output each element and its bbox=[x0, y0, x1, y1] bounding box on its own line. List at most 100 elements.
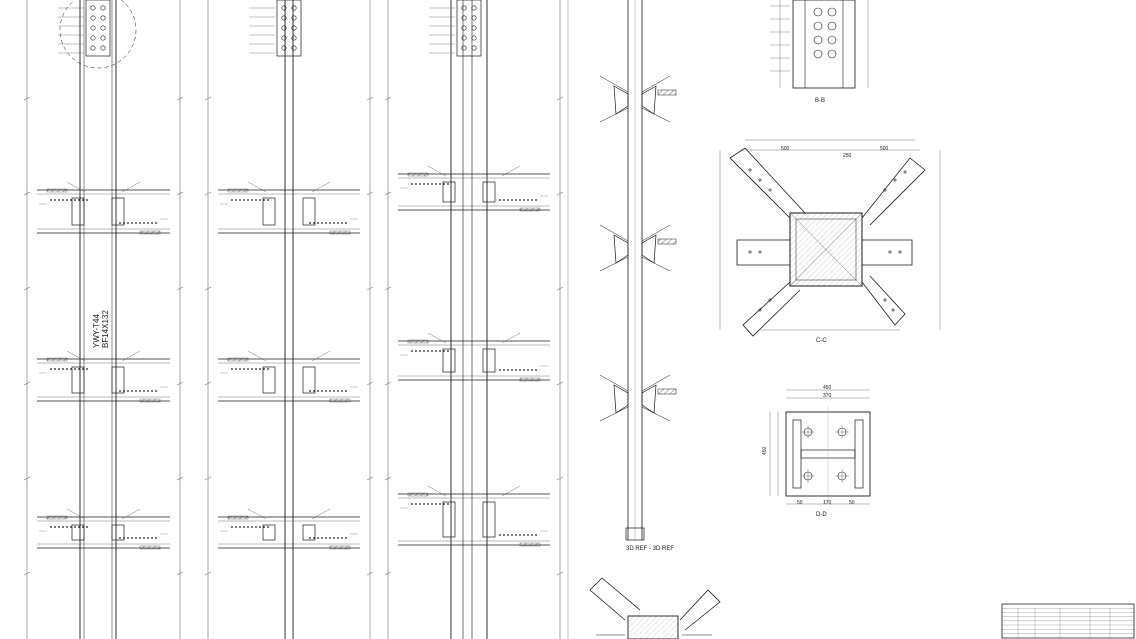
dim-tick bbox=[366, 571, 374, 576]
weld bbox=[407, 172, 429, 177]
beam-connection bbox=[37, 181, 170, 235]
bolt bbox=[90, 15, 96, 21]
bolt bbox=[461, 35, 467, 41]
bolt bbox=[471, 15, 477, 21]
bolt bbox=[291, 25, 297, 31]
splice-plate bbox=[249, 0, 302, 57]
bolt bbox=[90, 35, 96, 41]
weld bbox=[407, 492, 429, 497]
column-elevation bbox=[384, 0, 564, 639]
dim-tick bbox=[366, 381, 374, 386]
column-flange bbox=[854, 419, 864, 489]
section-b-label: B-B bbox=[815, 98, 826, 104]
bolt bbox=[291, 5, 297, 11]
weld bbox=[139, 230, 161, 235]
dim-tick bbox=[556, 286, 564, 291]
dim-tick bbox=[366, 191, 374, 196]
dim-tick bbox=[23, 381, 31, 386]
section-c-view bbox=[589, 139, 941, 631]
brace-node bbox=[599, 374, 677, 422]
bolt bbox=[90, 5, 96, 11]
stiffener-plate bbox=[482, 501, 496, 538]
leader bbox=[311, 350, 331, 362]
leader bbox=[247, 508, 267, 520]
dim-tick bbox=[384, 381, 392, 386]
dim-tick bbox=[176, 286, 184, 291]
leader bbox=[66, 508, 86, 520]
dim-tick bbox=[384, 476, 392, 481]
bolt bbox=[281, 45, 287, 51]
bolt bbox=[90, 45, 96, 51]
weld bbox=[329, 230, 351, 235]
sd-bolt-spacing-dim: 170 bbox=[823, 500, 832, 506]
weld bbox=[519, 377, 541, 382]
bolt bbox=[291, 45, 297, 51]
brace-arm bbox=[861, 275, 906, 326]
dim-tick bbox=[384, 571, 392, 576]
stiffener-plate bbox=[482, 181, 496, 203]
beam-connection bbox=[398, 485, 550, 547]
weld bbox=[519, 542, 541, 547]
weld bbox=[46, 515, 68, 520]
leader bbox=[121, 350, 141, 362]
beam-connection bbox=[218, 508, 360, 550]
leader bbox=[66, 181, 86, 193]
splice-plate bbox=[58, 0, 137, 69]
brace-arm bbox=[861, 157, 926, 226]
leader bbox=[427, 332, 447, 344]
dim-tick bbox=[384, 96, 392, 101]
bolt bbox=[813, 7, 823, 17]
weld bbox=[227, 515, 249, 520]
dim-tick bbox=[176, 96, 184, 101]
sd-width-dim: 450 bbox=[823, 385, 832, 391]
bolt bbox=[461, 15, 467, 21]
bolt bbox=[100, 5, 106, 11]
dim-tick bbox=[556, 96, 564, 101]
dim-tick bbox=[23, 571, 31, 576]
bolt bbox=[461, 45, 467, 51]
weld bbox=[139, 545, 161, 550]
stiffener-plate bbox=[302, 524, 316, 541]
brace-arm bbox=[729, 147, 806, 219]
plan-top-dim-2: 250 bbox=[843, 153, 852, 159]
detail-views bbox=[589, 0, 941, 639]
weld bbox=[227, 357, 249, 362]
bolt bbox=[827, 21, 837, 31]
brace-arm bbox=[589, 577, 641, 621]
dim-tick bbox=[23, 191, 31, 196]
bottom-brace-node bbox=[596, 615, 712, 639]
bolt bbox=[100, 35, 106, 41]
section-c-label: C-C bbox=[816, 338, 827, 344]
dim-tick bbox=[556, 191, 564, 196]
bolt bbox=[827, 7, 837, 17]
plan-top-dim: 500 bbox=[781, 146, 790, 152]
dim-tick bbox=[204, 191, 212, 196]
stiffener-plate bbox=[442, 501, 456, 538]
column-elevation bbox=[23, 0, 184, 639]
stiffener-plate bbox=[442, 181, 456, 203]
bolt bbox=[827, 49, 837, 59]
splice-plate bbox=[429, 0, 482, 57]
dim-tick bbox=[366, 96, 374, 101]
leader bbox=[121, 508, 141, 520]
bolt bbox=[813, 35, 823, 45]
stiffener-plate bbox=[71, 524, 85, 541]
dim-tick bbox=[366, 286, 374, 291]
bolt bbox=[281, 5, 287, 11]
weld bbox=[46, 188, 68, 193]
dim-tick bbox=[384, 191, 392, 196]
dim-tick bbox=[556, 381, 564, 386]
section-b-view bbox=[770, 0, 869, 89]
dim-tick bbox=[204, 286, 212, 291]
leader bbox=[501, 485, 521, 497]
bolt bbox=[813, 21, 823, 31]
weld bbox=[519, 207, 541, 212]
sd-height-dim: 450 bbox=[762, 446, 768, 455]
bolt bbox=[471, 35, 477, 41]
bolt bbox=[100, 25, 106, 31]
dim-tick bbox=[23, 96, 31, 101]
bolt bbox=[291, 15, 297, 21]
column-mark: YWY-T44 bbox=[92, 314, 101, 348]
leader bbox=[66, 350, 86, 362]
leader bbox=[121, 181, 141, 193]
